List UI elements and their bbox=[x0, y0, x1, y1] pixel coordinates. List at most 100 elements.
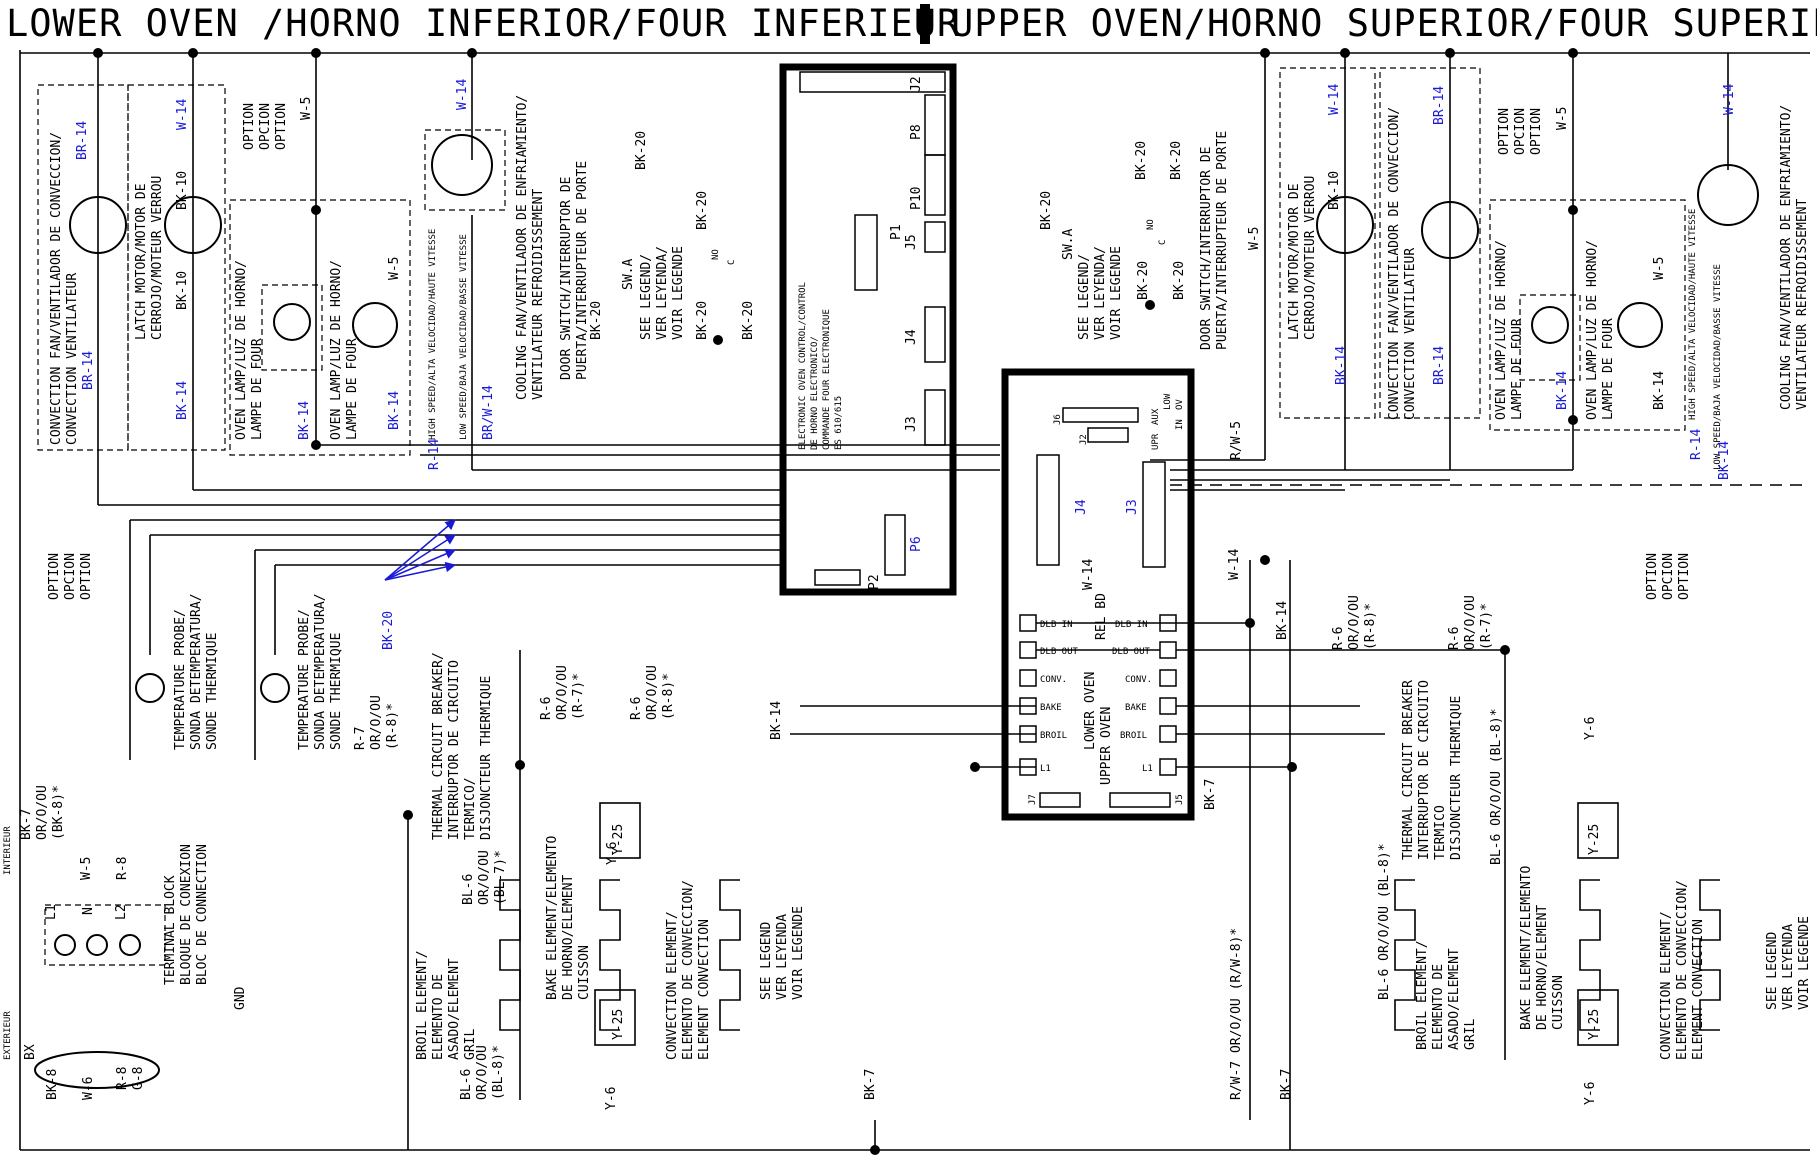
relay-connector-j2 bbox=[1087, 427, 1129, 443]
lower-bl6-a-or: OR/O/OU bbox=[477, 850, 492, 905]
upper-lamp-a-1: OVEN LAMP/LUZ DE HORNO/ bbox=[1494, 240, 1509, 420]
upper-bk14-mid: BK-14 bbox=[1275, 601, 1290, 640]
upper-conv-fan-2: CONVECTION VENTILATEUR bbox=[1403, 248, 1418, 420]
r8-bottom-label: R-8 bbox=[115, 1067, 130, 1090]
upper-bk20-c: BK-20 bbox=[1136, 261, 1151, 300]
upper-conv-el-3: ELEMENT CONVECTION bbox=[1691, 919, 1706, 1060]
lower-convection-fan-motor bbox=[69, 196, 127, 254]
lower-see-legend-b-2: VER LEYENDA bbox=[775, 914, 790, 1000]
upper-breaker-1: THERMAL CIRCUIT BREAKER bbox=[1401, 680, 1416, 860]
lower-lamp-b-1: OVEN LAMP/LUZ DE HORNO/ bbox=[329, 260, 344, 440]
lower-bk20-label-d: BK-20 bbox=[695, 191, 710, 230]
lower-door-switch-1: DOOR SWITCH/INTERRUPTOR DE bbox=[559, 177, 574, 381]
lower-bake-3: CUISSON bbox=[577, 945, 592, 1000]
upper-cooling-fan-1: COOLING FAN/VENTILADOR DE ENFRIAMIENTO/ bbox=[1779, 105, 1794, 410]
probe-r7-or-1: OR/O/OU bbox=[369, 695, 384, 750]
relay-j5-label: J5 bbox=[1175, 794, 1185, 805]
lower-r6-b: R-6 bbox=[629, 697, 644, 720]
terminal-block-3: BLOC DE CONNECTION bbox=[195, 844, 210, 985]
upper-bk14-label: BK-14 bbox=[1334, 346, 1349, 385]
lower-see-legend-b-1: SEE LEGEND bbox=[759, 922, 774, 1000]
upper-bk10-label: BK-10 bbox=[1327, 171, 1342, 210]
probe-r7-label: R-7 bbox=[353, 727, 368, 750]
relay-lower-oven: LOWER OVEN bbox=[1083, 672, 1098, 750]
lower-bk7-bottom: BK-7 bbox=[863, 1069, 878, 1100]
upper-bk20-a: BK-20 bbox=[1039, 191, 1054, 230]
terminal-block-2: BLOQUE DE CONEXION bbox=[179, 844, 194, 985]
upper-see-legend-2: VER LEYENDA/ bbox=[1093, 246, 1108, 340]
lower-oven-lamp-b bbox=[352, 302, 398, 348]
lower-broil-label: BROIL bbox=[1040, 731, 1067, 741]
upper-l1-label: L1 bbox=[1142, 764, 1153, 774]
lower-terminal-conv bbox=[1019, 669, 1037, 687]
upper-y6-a: Y-6 bbox=[1583, 717, 1598, 740]
lower-option-3: OPTION bbox=[274, 103, 289, 150]
upper-r6-b: R-6 bbox=[1447, 627, 1462, 650]
power-bk7: BK-7 bbox=[19, 809, 34, 840]
upper-breaker-4: DISJONCTEUR THERMIQUE bbox=[1449, 696, 1464, 860]
terminal-l2-label: L2 bbox=[114, 904, 129, 920]
upper-bk20-d: BK-20 bbox=[1169, 141, 1184, 180]
lower-cooling-fan-1: COOLING FAN/VENTILADOR DE ENFRIAMIENTO/ bbox=[515, 95, 530, 400]
lower-sw-a: SW.A bbox=[621, 259, 636, 290]
upper-latch-motor-box bbox=[1279, 67, 1376, 419]
title-separator bbox=[920, 4, 930, 44]
lower-br14-label-a: BR-14 bbox=[75, 121, 90, 160]
upper-oven-title: UPPER OVEN/HORNO SUPERIOR/FOUR SUPERIEUR bbox=[951, 2, 1817, 45]
upper-bake-3: CUISSON bbox=[1551, 975, 1566, 1030]
upper-w5-a: W-5 bbox=[1247, 227, 1262, 250]
upper-convection-element bbox=[1699, 879, 1721, 1031]
control-connector-p1 bbox=[854, 214, 878, 291]
relay-aux-in: IN bbox=[1175, 419, 1185, 430]
lower-lamp-a-2: LAMPE DE FOUR bbox=[250, 338, 265, 440]
power-r8: R-8 bbox=[115, 857, 130, 880]
lower-see-legend-2: VER LEYENDA/ bbox=[655, 246, 670, 340]
upper-broil-2: ELEMENTO DE bbox=[1431, 964, 1446, 1050]
relay-j3-label: J3 bbox=[1125, 499, 1140, 515]
lower-see-legend-3: VOIR LEGENDE bbox=[671, 246, 686, 340]
relay-connector-j4 bbox=[1036, 454, 1060, 566]
upper-broil-label: BROIL bbox=[1120, 731, 1147, 741]
upper-lamp-box bbox=[1489, 199, 1686, 431]
terminal-l2 bbox=[119, 934, 141, 956]
rw5-label: R/W-5 bbox=[1229, 421, 1244, 460]
lower-bottom-option-2: OPCION bbox=[63, 553, 78, 600]
upper-oven-lamp-a bbox=[1531, 306, 1569, 344]
lower-lamp-option-box bbox=[261, 284, 323, 371]
temp-probe-1 bbox=[135, 673, 165, 703]
upper-bake-label: BAKE bbox=[1125, 703, 1147, 713]
upper-breaker-2: INTERRUPTOR DE CIRCUITO bbox=[1417, 680, 1432, 860]
upper-br14-a: BR-14 bbox=[1432, 86, 1447, 125]
lower-l1-label: L1 bbox=[1040, 764, 1051, 774]
upper-r6-a-or2: (R-8)* bbox=[1363, 603, 1378, 650]
lower-fan-high-speed: HIGH SPEED/ALTA VELOCIDAD/HAUTE VITESSE bbox=[428, 229, 438, 440]
lower-bk10-label-a: BK-10 bbox=[175, 171, 190, 210]
lower-conv-el-1: CONVECTION ELEMENT/ bbox=[665, 911, 680, 1060]
upper-broil-1: BROIL ELEMENT/ bbox=[1415, 940, 1430, 1050]
upper-bk20-e: BK-20 bbox=[1172, 261, 1187, 300]
control-j2-label: J2 bbox=[909, 76, 924, 92]
relay-connector-j3 bbox=[1142, 461, 1166, 568]
upper-option-2: OPCION bbox=[1513, 108, 1528, 155]
relay-upper-oven: UPPER OVEN bbox=[1099, 707, 1114, 785]
title-bar: LOWER OVEN /HORNO INFERIOR/FOUR INFERIEU… bbox=[0, 0, 1817, 50]
lower-cooling-fan-motor bbox=[431, 134, 493, 196]
upper-y25-bottom bbox=[1577, 989, 1619, 1046]
upper-latch-1: LATCH MOTOR/MOTOR DE bbox=[1287, 183, 1302, 340]
control-connector-p6 bbox=[884, 514, 906, 576]
lower-bl6-b-or: OR/O/OU bbox=[475, 1045, 490, 1100]
lower-conv-label: CONV. bbox=[1040, 675, 1067, 685]
probe1-label-3: SONDE THERMIQUE bbox=[205, 633, 220, 750]
lower-switch-no: NO bbox=[711, 249, 721, 260]
lower-w14-fan-label: W-14 bbox=[455, 79, 470, 110]
upper-broil-3: ASADO/ELEMENT bbox=[1447, 948, 1462, 1050]
power-bk7-or-2: (BK-8)* bbox=[51, 785, 66, 840]
bx-label: BX bbox=[23, 1044, 38, 1060]
upper-conv-el-2: ELEMENTO DE CONVECCION/ bbox=[1675, 880, 1690, 1060]
upper-bl6-mid: BL-6 OR/O/OU (BL-8)* bbox=[1489, 708, 1504, 865]
control-connector-j4 bbox=[924, 306, 946, 363]
lower-r6-a: R-6 bbox=[539, 697, 554, 720]
lower-br14-label-b: BR-14 bbox=[81, 351, 96, 390]
upper-fan-low: LOW SPEED/BAJA VELOCIDAD/BASSE VITESSE bbox=[1713, 264, 1723, 470]
upper-bake-element bbox=[1579, 879, 1601, 1031]
